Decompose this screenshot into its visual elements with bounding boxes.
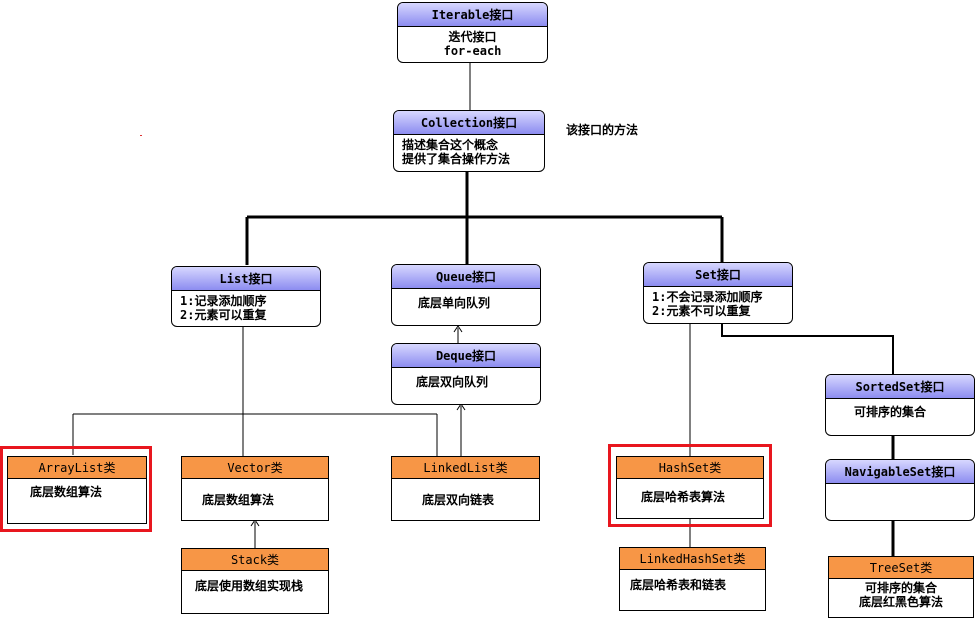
- connector-set-sortedset: [721, 323, 894, 375]
- set-interface-box: Set接口 1:不会记录添加顺序 2:元素不可以重复: [643, 262, 793, 324]
- collection-note: 该接口的方法: [566, 123, 639, 137]
- desc-line: 底层使用数组实现栈: [195, 579, 304, 593]
- navigableset-interface-box: NavigableSet接口: [825, 459, 975, 521]
- linkedlist-class-title: LinkedList类: [392, 457, 539, 479]
- linkedhashset-class-box: LinkedHashSet类 底层哈希表和链表: [619, 547, 766, 611]
- arraylist-class-title: ArrayList类: [8, 457, 146, 479]
- desc-line: 2:元素不可以重复: [652, 304, 751, 318]
- hashset-class-desc: 底层哈希表算法: [617, 479, 763, 507]
- desc-line: 底层双向链表: [422, 493, 495, 507]
- set-interface-desc: 1:不会记录添加顺序 2:元素不可以重复: [644, 287, 792, 321]
- treeset-class-title: TreeSet类: [829, 557, 973, 579]
- iterable-interface-title: Iterable接口: [398, 3, 547, 27]
- desc-line: 1:记录添加顺序: [180, 294, 267, 308]
- queue-interface-box: Queue接口 底层单向队列: [391, 264, 541, 326]
- collection-interface-title: Collection接口: [394, 111, 544, 135]
- desc-line: 可排序的集合: [854, 405, 927, 419]
- deque-interface-box: Deque接口 底层双向队列: [391, 343, 541, 405]
- vector-class-box: Vector类 底层数组算法: [181, 456, 329, 521]
- stray-mark: [140, 135, 142, 136]
- desc-line: 提供了集合操作方法: [402, 152, 511, 166]
- list-interface-title: List接口: [172, 267, 320, 291]
- treeset-class-desc: 可排序的集合 底层红黑色算法: [829, 579, 973, 612]
- sortedset-interface-desc: 可排序的集合: [826, 399, 974, 422]
- desc-line: 底层数组算法: [202, 493, 275, 507]
- hashset-class-title: HashSet类: [617, 457, 763, 479]
- desc-line: 2:元素可以重复: [180, 308, 267, 322]
- arrow-head-queue: [453, 325, 463, 333]
- stack-class-desc: 底层使用数组实现栈: [182, 571, 328, 596]
- desc-line: for-each: [443, 44, 502, 58]
- set-interface-title: Set接口: [644, 263, 792, 287]
- navigableset-interface-title: NavigableSet接口: [826, 460, 974, 484]
- queue-interface-title: Queue接口: [392, 265, 540, 289]
- desc-line: 底层单向队列: [418, 296, 491, 310]
- arraylist-class-box: ArrayList类 底层数组算法: [7, 456, 147, 524]
- vector-class-title: Vector类: [182, 457, 328, 479]
- desc-line: 底层红黑色算法: [858, 595, 943, 609]
- desc-line: 1:不会记录添加顺序: [652, 290, 763, 304]
- desc-line: 可排序的集合: [864, 581, 937, 595]
- collection-interface-box: Collection接口 描述集合这个概念 提供了集合操作方法: [393, 110, 545, 172]
- stack-class-title: Stack类: [182, 549, 328, 571]
- desc-line: 底层双向队列: [416, 375, 489, 389]
- linkedlist-class-box: LinkedList类 底层双向链表: [391, 456, 540, 521]
- deque-interface-title: Deque接口: [392, 344, 540, 368]
- arraylist-highlight-frame: [0, 446, 152, 532]
- queue-interface-desc: 底层单向队列: [392, 289, 540, 313]
- desc-line: 底层哈希表和链表: [630, 578, 727, 592]
- desc-line: 迭代接口: [448, 30, 497, 44]
- desc-line: 底层数组算法: [30, 485, 103, 499]
- iterable-interface-desc: 迭代接口 for-each: [398, 27, 547, 61]
- linkedhashset-class-desc: 底层哈希表和链表: [620, 570, 765, 595]
- list-interface-box: List接口 1:记录添加顺序 2:元素可以重复: [171, 266, 321, 327]
- sortedset-interface-box: SortedSet接口 可排序的集合: [825, 374, 975, 436]
- list-interface-desc: 1:记录添加顺序 2:元素可以重复: [172, 291, 320, 325]
- linkedhashset-class-title: LinkedHashSet类: [620, 548, 765, 570]
- desc-line: 底层哈希表算法: [641, 490, 726, 504]
- hashset-class-box: HashSet类 底层哈希表算法: [616, 456, 764, 519]
- treeset-class-box: TreeSet类 可排序的集合 底层红黑色算法: [828, 556, 974, 618]
- iterable-interface-box: Iterable接口 迭代接口 for-each: [397, 2, 548, 63]
- collection-interface-desc: 描述集合这个概念 提供了集合操作方法: [394, 135, 544, 169]
- deque-interface-desc: 底层双向队列: [392, 368, 540, 392]
- desc-line: 描述集合这个概念: [402, 138, 499, 152]
- vector-class-desc: 底层数组算法: [182, 479, 328, 510]
- arraylist-class-desc: 底层数组算法: [8, 479, 146, 502]
- hashset-highlight-frame: [608, 444, 772, 527]
- stack-class-box: Stack类 底层使用数组实现栈: [181, 548, 329, 614]
- sortedset-interface-title: SortedSet接口: [826, 375, 974, 399]
- linkedlist-class-desc: 底层双向链表: [392, 479, 539, 510]
